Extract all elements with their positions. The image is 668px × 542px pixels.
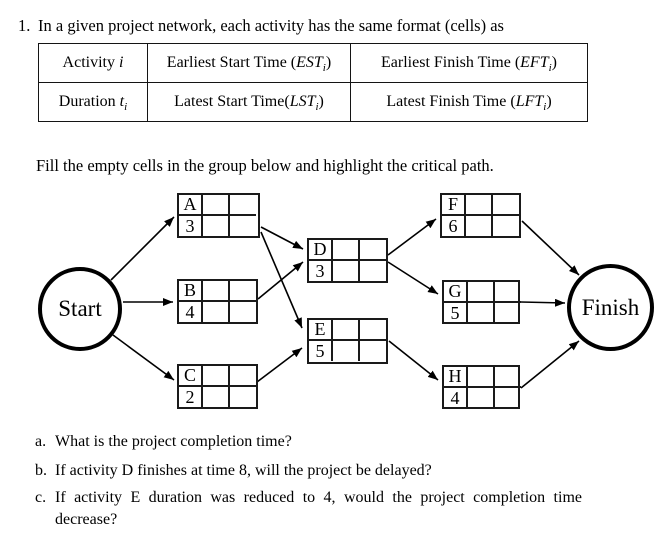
activity-node-d: D 3 [307, 238, 388, 283]
item-number: 1. [18, 16, 31, 35]
cell-est: Earliest Start Time (ESTi) [147, 43, 351, 83]
eft-cell-empty [493, 195, 519, 216]
lft-cell-empty [360, 261, 386, 282]
question-label: b. [35, 462, 47, 479]
question-a: a. What is the project completion time? [35, 431, 292, 453]
activity-duration: 4 [179, 301, 203, 322]
question-label: c. [35, 489, 47, 506]
activity-letter: A [179, 195, 203, 216]
lft-cell-empty [230, 387, 256, 408]
eft-cell-empty [360, 320, 386, 341]
edge-start-a [110, 216, 175, 281]
cell-lst: Latest Start Time(LSTi) [147, 82, 351, 122]
activity-node-g: G 5 [442, 280, 521, 324]
question-label: a. [35, 433, 47, 450]
activity-letter: B [179, 281, 203, 302]
activity-node-h: H 4 [442, 365, 521, 409]
eft-cell-empty [230, 195, 256, 216]
lst-cell-empty [468, 302, 495, 323]
activity-duration: 5 [309, 340, 333, 361]
activity-duration: 6 [442, 215, 466, 236]
question-text: If activity E duration was reduced to 4,… [55, 489, 582, 528]
activity-node-b: B 4 [177, 279, 258, 324]
edge-c-e [256, 347, 303, 383]
est-cell-empty [333, 320, 360, 341]
edge-h-finish [520, 340, 580, 389]
activity-duration: 3 [179, 215, 203, 236]
intro-text: In a given project network, each activit… [38, 16, 504, 35]
activity-duration: 2 [179, 386, 203, 407]
activity-letter: E [309, 320, 333, 341]
finish-label: Finish [581, 294, 640, 320]
fill-instruction: Fill the empty cells in the group below … [36, 156, 494, 175]
lst-cell-empty [203, 301, 230, 322]
eft-cell-empty [230, 281, 256, 302]
activity-letter: H [444, 367, 468, 388]
lst-cell-empty [466, 215, 493, 236]
est-cell-empty [333, 240, 360, 261]
lst-cell-empty [468, 387, 495, 408]
activity-node-a: A 3 [177, 193, 260, 238]
eft-cell-empty [495, 282, 521, 303]
lst-cell-empty [333, 340, 360, 361]
lft-cell-empty [230, 216, 256, 237]
eft-cell-empty [360, 240, 386, 261]
activity-duration: 5 [444, 302, 468, 323]
est-cell-empty [203, 281, 230, 302]
edge-e-h [388, 340, 439, 381]
est-cell-empty [466, 195, 493, 216]
edge-start-c [112, 334, 175, 381]
eft-cell-empty [495, 367, 521, 388]
start-node: Start [38, 267, 122, 351]
activity-node-e: E 5 [307, 318, 388, 364]
activity-letter: G [444, 282, 468, 303]
edge-f-finish [521, 220, 580, 276]
lft-cell-empty [493, 216, 519, 237]
est-cell-empty [203, 366, 230, 387]
lft-cell-empty [495, 303, 521, 324]
cell-duration: Duration ti [38, 82, 148, 122]
problem-statement: 1. In a given project network, each acti… [18, 15, 504, 37]
est-cell-empty [203, 195, 230, 216]
question-b: b. If activity D finishes at time 8, wil… [35, 460, 432, 482]
activity-duration: 3 [309, 260, 333, 281]
lft-cell-empty [230, 302, 256, 323]
est-cell-empty [468, 367, 495, 388]
activity-letter: D [309, 240, 333, 261]
cell-activity: Activity i [38, 43, 148, 83]
lft-cell-empty [495, 388, 521, 409]
lst-cell-empty [333, 260, 360, 281]
lft-cell-empty [360, 341, 386, 362]
question-text: What is the project completion time? [55, 433, 292, 450]
cell-lft: Latest Finish Time (LFTi) [350, 82, 588, 122]
edge-d-g [387, 261, 439, 295]
lst-cell-empty [203, 386, 230, 407]
start-label: Start [58, 296, 102, 321]
finish-node: Finish [567, 264, 654, 351]
lst-cell-empty [203, 215, 230, 236]
activity-format-table: Activity i Earliest Start Time (ESTi) Ea… [38, 43, 588, 122]
activity-duration: 4 [444, 387, 468, 408]
edge-a-e [260, 231, 303, 329]
format-table-row: Duration ti Latest Start Time(LSTi) Late… [38, 82, 588, 122]
activity-letter: F [442, 195, 466, 216]
edge-a-d [260, 226, 304, 250]
est-cell-empty [468, 282, 495, 303]
activity-node-c: C 2 [177, 364, 258, 409]
edge-b-d [257, 261, 304, 300]
edge-g-finish [520, 298, 566, 307]
question-c: c. If activity E duration was reduced to… [35, 487, 582, 531]
activity-node-f: F 6 [440, 193, 521, 238]
activity-letter: C [179, 366, 203, 387]
question-text: If activity D finishes at time 8, will t… [55, 462, 432, 479]
cell-eft: Earliest Finish Time (EFTi) [350, 43, 588, 83]
eft-cell-empty [230, 366, 256, 387]
format-table-row: Activity i Earliest Start Time (ESTi) Ea… [38, 43, 588, 83]
edge-d-f [387, 218, 437, 256]
